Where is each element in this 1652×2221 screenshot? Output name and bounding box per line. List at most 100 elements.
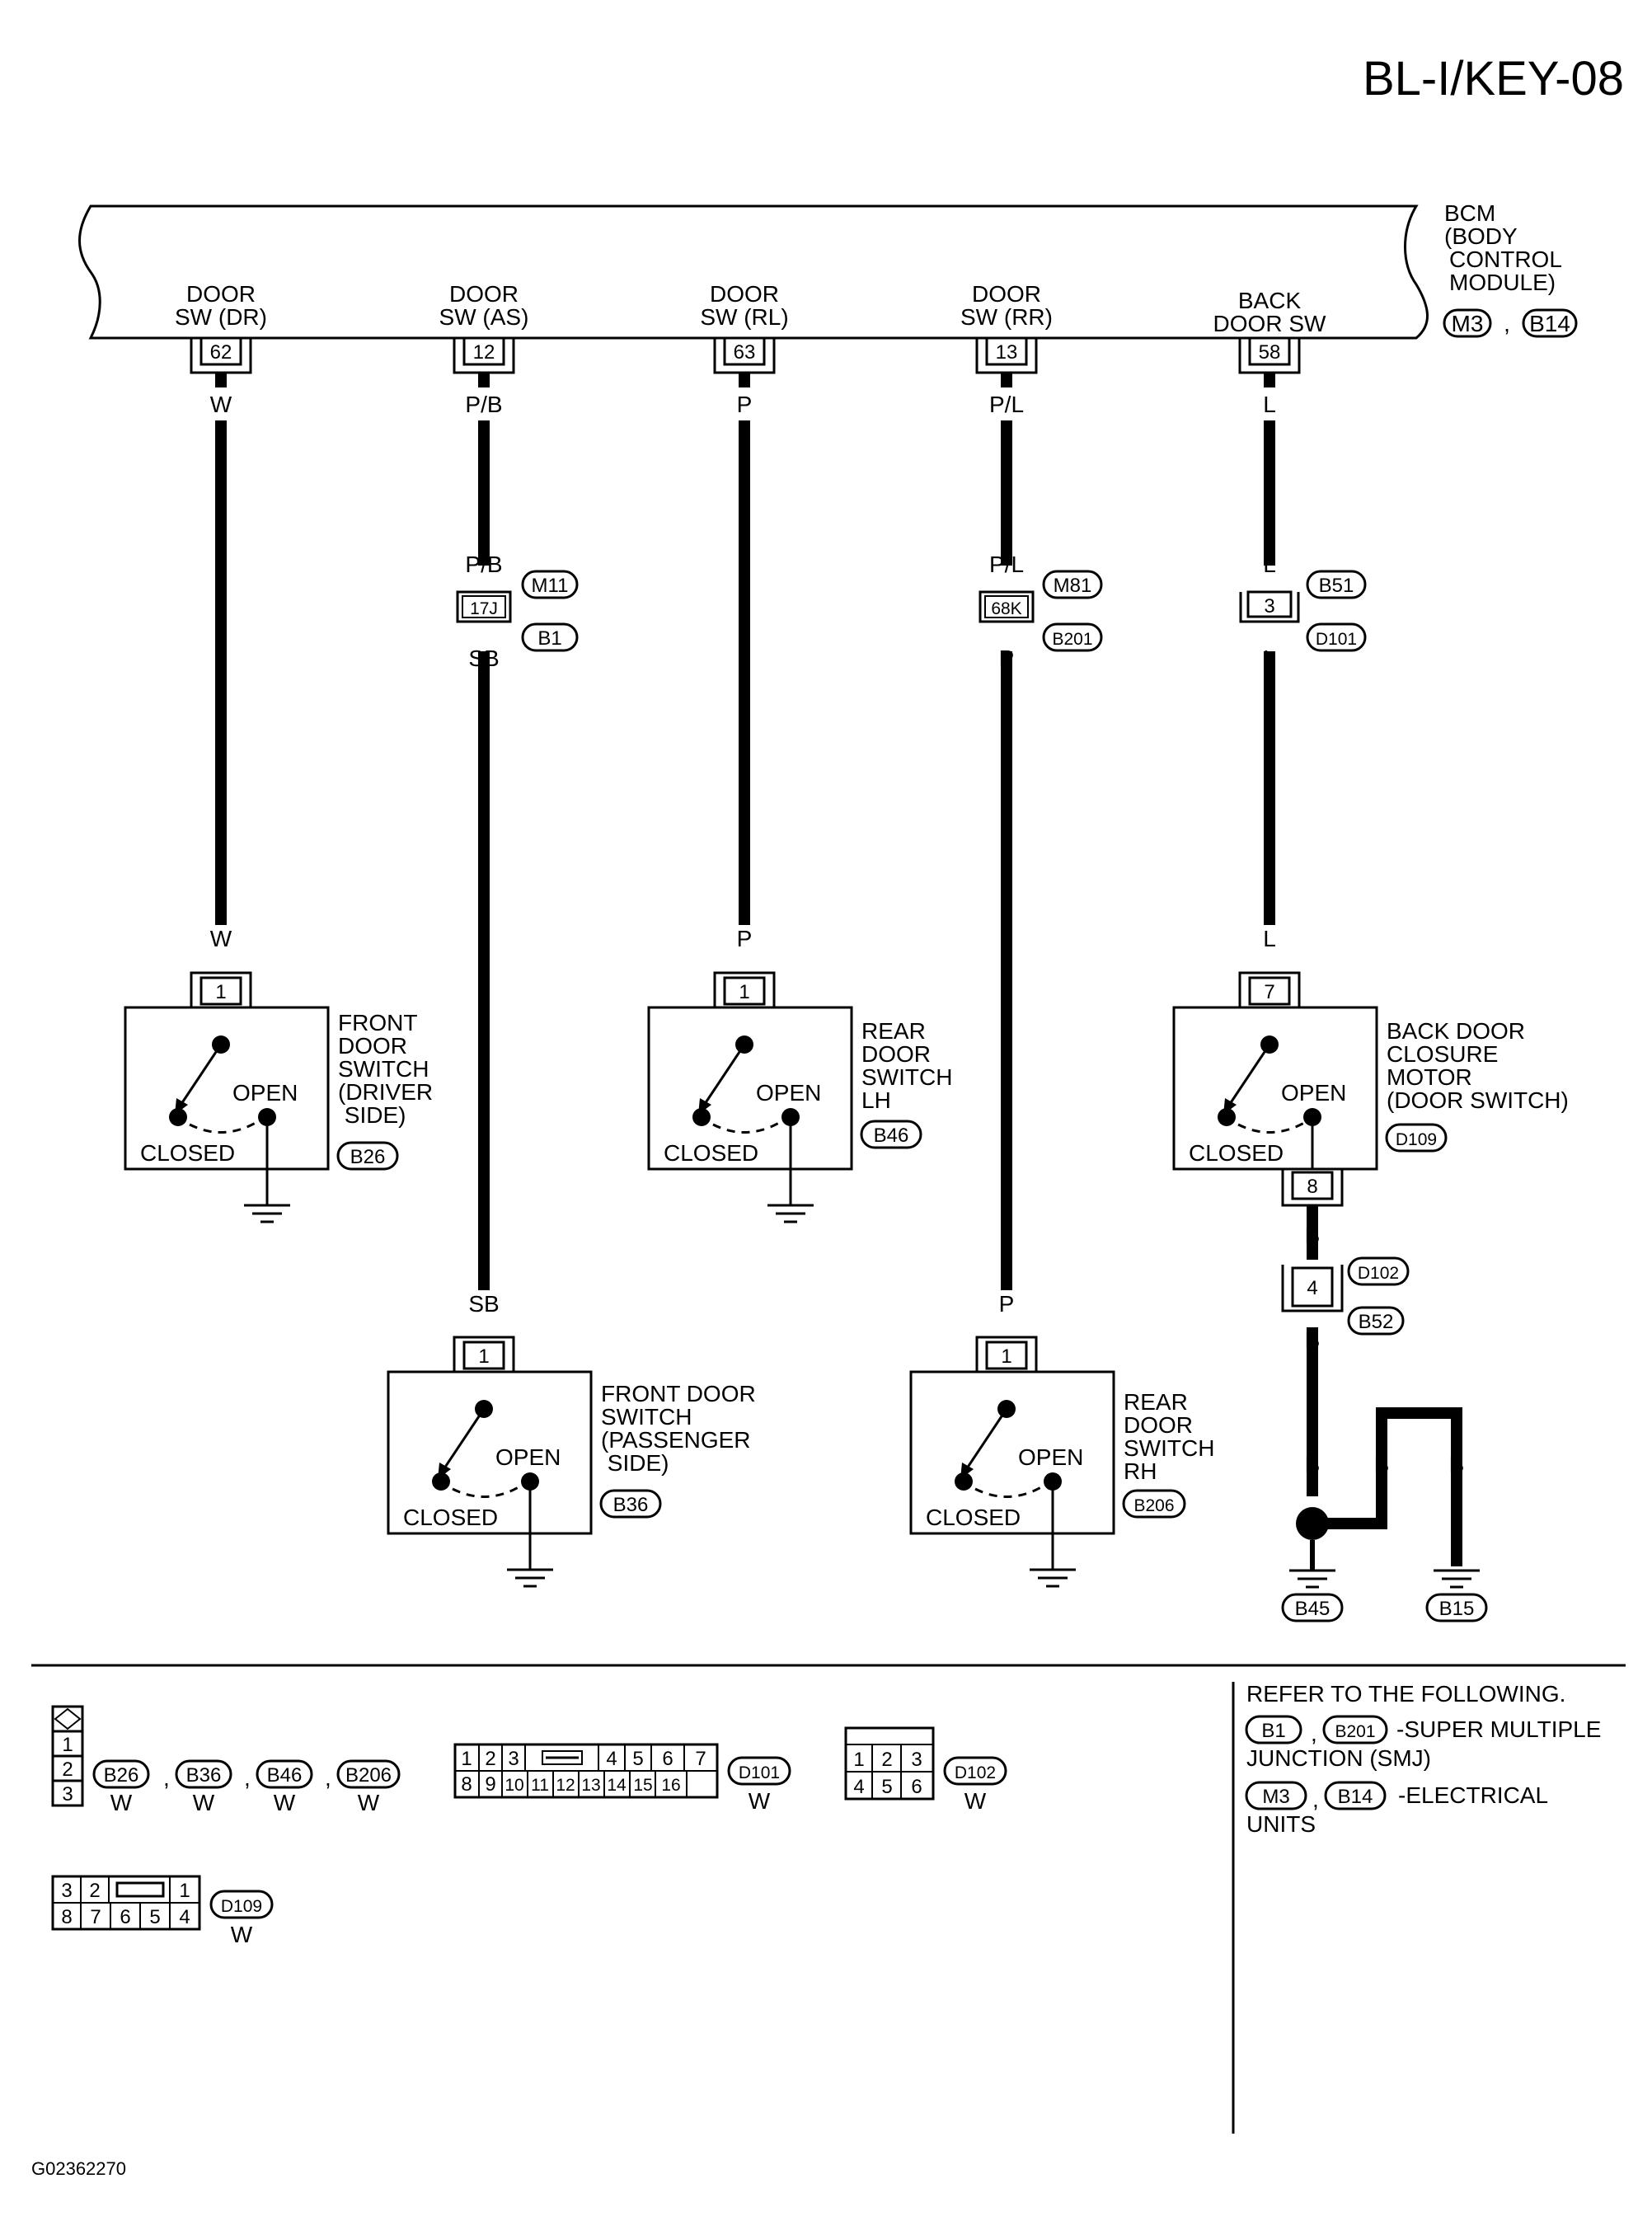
svg-text:10: 10 xyxy=(505,1776,523,1795)
svg-text:-ELECTRICAL: -ELECTRICAL xyxy=(1398,1782,1548,1808)
junction-17j: P/B 17J SB M11 B1 xyxy=(456,552,579,671)
svg-text:13: 13 xyxy=(996,341,1018,364)
svg-text:D109: D109 xyxy=(1396,1130,1437,1149)
svg-text:1: 1 xyxy=(215,981,226,1003)
svg-text:MODULE): MODULE) xyxy=(1449,270,1556,295)
wires xyxy=(215,420,1462,1566)
svg-text:CLOSED: CLOSED xyxy=(1189,1140,1284,1166)
svg-text:11: 11 xyxy=(531,1776,549,1795)
svg-text:5: 5 xyxy=(149,1906,160,1928)
svg-text:OPEN: OPEN xyxy=(232,1080,298,1106)
svg-text:SWITCH: SWITCH xyxy=(1124,1435,1214,1461)
svg-text:L: L xyxy=(1263,552,1276,577)
svg-text:M3: M3 xyxy=(1262,1786,1289,1808)
svg-text:,: , xyxy=(1311,1721,1317,1746)
svg-text:15: 15 xyxy=(633,1776,652,1795)
svg-text:SW (AS): SW (AS) xyxy=(439,304,529,330)
svg-text:SWITCH: SWITCH xyxy=(601,1404,692,1430)
svg-text:W: W xyxy=(210,926,232,951)
page-title: BL-I/KEY-08 xyxy=(1363,52,1624,106)
svg-text:,: , xyxy=(163,1765,170,1791)
svg-text:DOOR: DOOR xyxy=(1124,1412,1193,1438)
svg-text:4: 4 xyxy=(1307,1277,1317,1299)
ground-icon xyxy=(244,1204,290,1223)
junction-3: L 3 L B51 D101 xyxy=(1239,552,1367,671)
bcm-connector-b14: B14 xyxy=(1529,311,1570,336)
svg-text:6: 6 xyxy=(120,1906,130,1928)
svg-text:12: 12 xyxy=(473,341,495,364)
wire-color-label: P/B xyxy=(465,392,502,417)
svg-text:3: 3 xyxy=(508,1748,519,1770)
svg-text:5: 5 xyxy=(632,1748,643,1770)
wire-color-label: L xyxy=(1263,392,1276,417)
bcm-pin-rl: DOOR SW (RL) 63 P xyxy=(700,281,788,417)
svg-text:UNITS: UNITS xyxy=(1246,1811,1316,1837)
svg-text:(BODY: (BODY xyxy=(1444,223,1518,249)
bcm-pin-dr: DOOR SW (DR) 62 W xyxy=(175,281,267,417)
svg-text:58: 58 xyxy=(1259,341,1281,364)
svg-text:CLOSED: CLOSED xyxy=(403,1505,498,1530)
back-door-closure-motor: L 7 OPEN CLOSED 8 BACK DOOR CLOSURE MOTO… xyxy=(1172,926,1569,1228)
svg-text:CLOSED: CLOSED xyxy=(140,1140,235,1166)
svg-text:B46: B46 xyxy=(874,1125,909,1147)
svg-text:B: B xyxy=(1305,1327,1321,1353)
svg-text:,: , xyxy=(244,1765,251,1791)
svg-text:D101: D101 xyxy=(1316,630,1357,649)
svg-text:68K: 68K xyxy=(991,599,1021,618)
bcm-connector-m3: M3 xyxy=(1452,311,1484,336)
svg-text:B26: B26 xyxy=(104,1764,139,1787)
svg-text:B51: B51 xyxy=(1319,575,1354,597)
svg-text:SWITCH: SWITCH xyxy=(861,1064,952,1090)
svg-text:6: 6 xyxy=(662,1748,673,1770)
svg-text:W: W xyxy=(358,1790,380,1815)
svg-text:P/B: P/B xyxy=(465,552,502,577)
svg-text:SB: SB xyxy=(468,1291,499,1317)
svg-text:DOOR SW: DOOR SW xyxy=(1213,311,1326,336)
svg-text:B: B xyxy=(1374,1452,1390,1477)
svg-text:OPEN: OPEN xyxy=(495,1444,561,1470)
rear-door-switch-lh: P 1 OPEN CLOSED REAR DOOR SWITCH LH B46 xyxy=(647,926,952,1223)
svg-text:B1: B1 xyxy=(537,627,561,650)
svg-text:8: 8 xyxy=(461,1773,472,1796)
legend-connector-8pin: 3 2 1 8 7 6 5 4 D109 W xyxy=(51,1875,274,1947)
svg-text:2: 2 xyxy=(62,1758,73,1781)
svg-text:7: 7 xyxy=(90,1906,101,1928)
svg-text:DOOR: DOOR xyxy=(972,281,1041,307)
svg-text:14: 14 xyxy=(607,1776,627,1795)
svg-text:,: , xyxy=(325,1765,331,1791)
svg-text:B: B xyxy=(1305,1223,1321,1248)
svg-text:B201: B201 xyxy=(1052,630,1092,649)
svg-text:17J: 17J xyxy=(470,599,498,618)
figure-id: G02362270 xyxy=(31,2158,126,2179)
svg-text:REFER TO THE FOLLOWING.: REFER TO THE FOLLOWING. xyxy=(1246,1681,1565,1707)
svg-text:B206: B206 xyxy=(1133,1496,1174,1515)
svg-text:1: 1 xyxy=(179,1880,190,1902)
svg-text:SW (RL): SW (RL) xyxy=(700,304,788,330)
svg-text:7: 7 xyxy=(695,1748,706,1770)
svg-text:CLOSURE: CLOSURE xyxy=(1387,1041,1498,1067)
svg-text:B14: B14 xyxy=(1338,1786,1373,1808)
svg-text:DOOR: DOOR xyxy=(710,281,779,307)
ground-icon xyxy=(767,1204,814,1223)
svg-text:62: 62 xyxy=(210,341,232,364)
svg-text:8: 8 xyxy=(1307,1176,1317,1198)
svg-text:B: B xyxy=(1305,1452,1321,1477)
svg-text:D102: D102 xyxy=(955,1763,996,1782)
svg-text:SWITCH: SWITCH xyxy=(338,1056,429,1082)
svg-text:D102: D102 xyxy=(1358,1264,1399,1283)
svg-text:CLOSED: CLOSED xyxy=(664,1140,758,1166)
svg-text:DOOR: DOOR xyxy=(186,281,256,307)
svg-text:,: , xyxy=(1504,311,1510,336)
svg-text:1: 1 xyxy=(853,1749,864,1771)
svg-text:63: 63 xyxy=(734,341,756,364)
svg-text:B52: B52 xyxy=(1359,1311,1394,1333)
svg-text:1: 1 xyxy=(478,1345,489,1368)
legend-connector-6pin: 1 2 3 4 5 6 D102 W xyxy=(844,1726,1007,1814)
svg-text:CLOSED: CLOSED xyxy=(926,1505,1021,1530)
svg-text:W: W xyxy=(110,1790,133,1815)
bcm-body xyxy=(78,204,1429,340)
svg-text:OPEN: OPEN xyxy=(1281,1080,1346,1106)
svg-text:3: 3 xyxy=(1264,595,1274,617)
svg-text:1: 1 xyxy=(62,1734,73,1756)
